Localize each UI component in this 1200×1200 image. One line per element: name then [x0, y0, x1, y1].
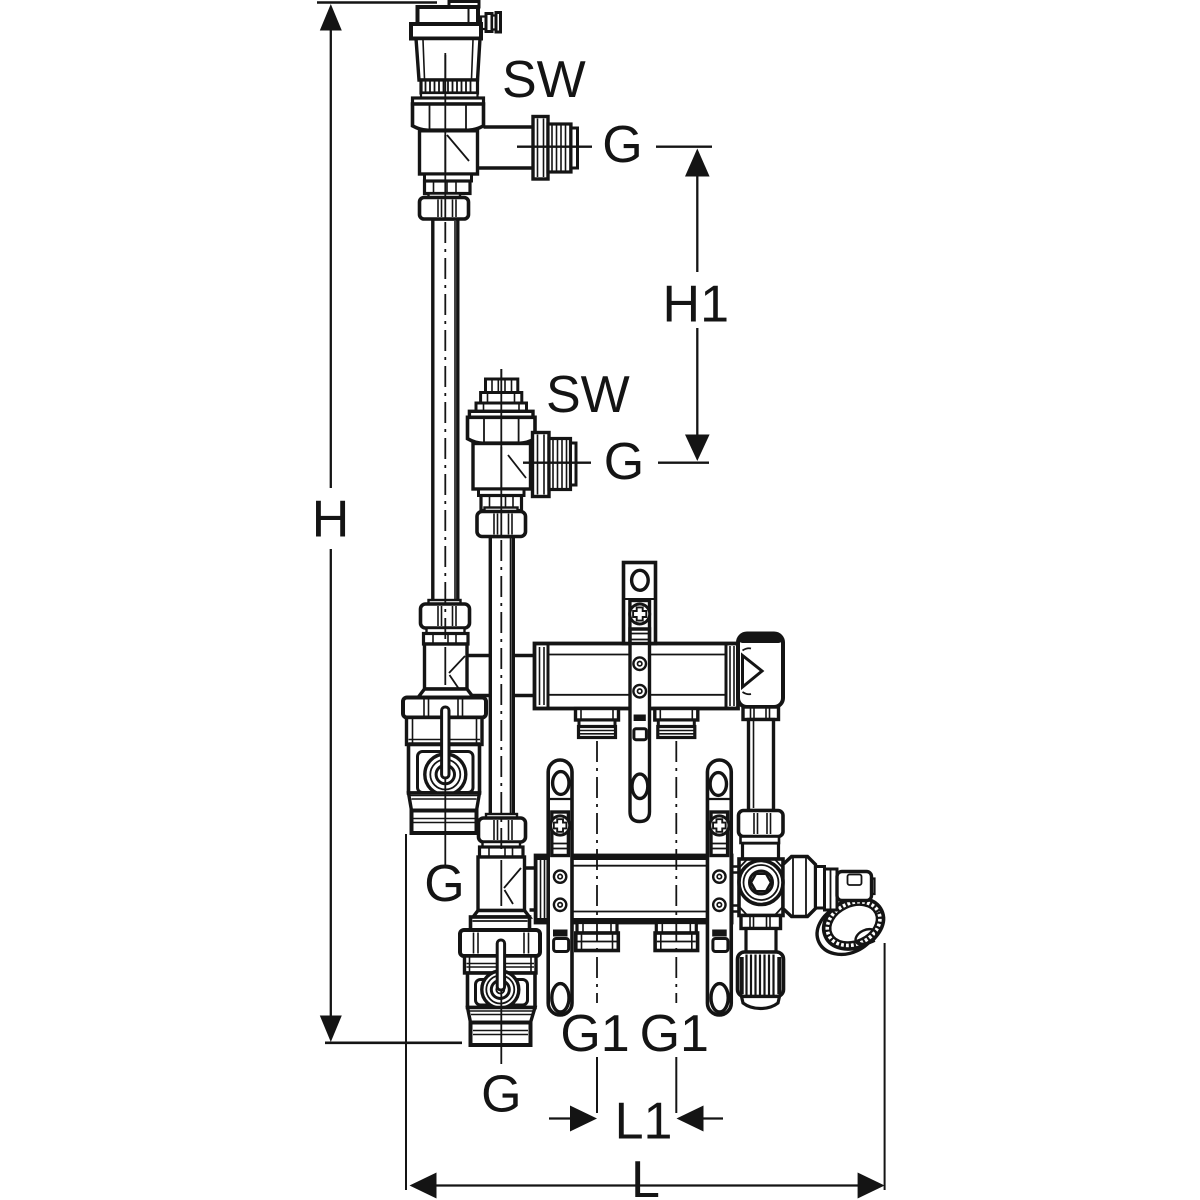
svg-text:L: L	[631, 1151, 660, 1200]
svg-text:G1: G1	[640, 1005, 709, 1063]
svg-text:SW: SW	[546, 366, 630, 424]
svg-text:G1: G1	[560, 1005, 629, 1063]
svg-text:G: G	[424, 855, 464, 913]
svg-text:H: H	[312, 491, 350, 549]
svg-text:L1: L1	[615, 1093, 673, 1151]
svg-text:G: G	[604, 433, 644, 491]
svg-text:H1: H1	[663, 276, 729, 334]
svg-text:G: G	[602, 116, 642, 174]
svg-text:G: G	[481, 1066, 521, 1124]
svg-text:SW: SW	[502, 51, 586, 109]
